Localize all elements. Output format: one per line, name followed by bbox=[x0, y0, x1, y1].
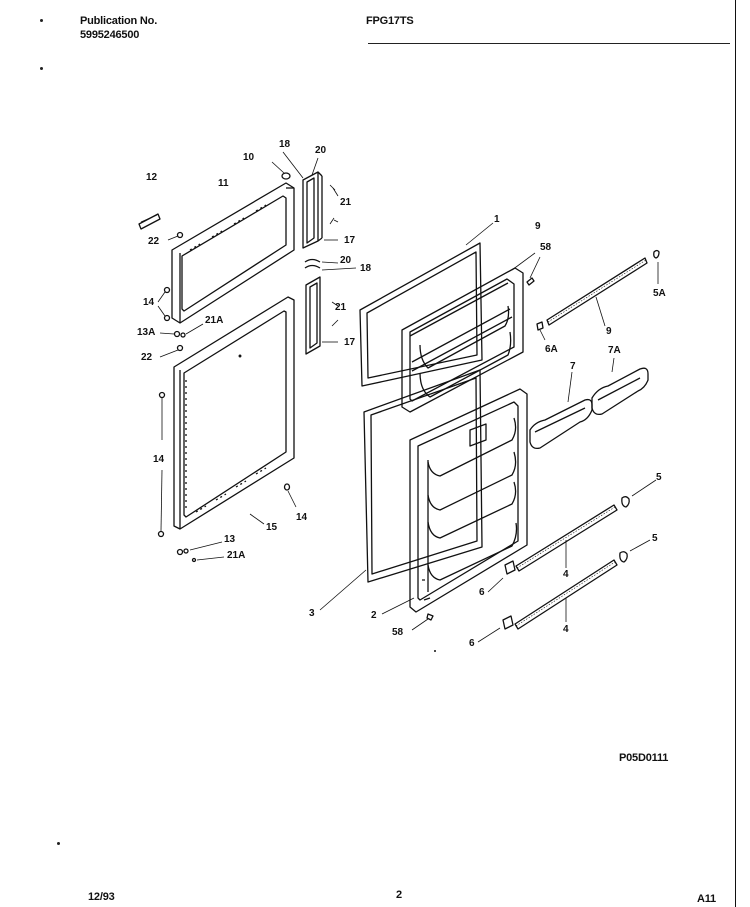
callout-14-upper: 14 bbox=[143, 297, 155, 308]
callout-11: 11 bbox=[218, 178, 229, 189]
callout-5-upper: 5 bbox=[656, 472, 662, 483]
part-4-bar-lower bbox=[514, 559, 618, 630]
callout-6-upper: 6 bbox=[479, 587, 485, 598]
part-14-plug-c bbox=[158, 391, 166, 399]
part-7-rack bbox=[529, 398, 593, 450]
part-5-end-cap-upper bbox=[621, 496, 630, 508]
callout-22-upper: 22 bbox=[148, 236, 160, 247]
part-4-bar-upper bbox=[515, 504, 618, 572]
part-6-end-cap-upper bbox=[504, 560, 516, 575]
callout-1: 1 bbox=[494, 214, 500, 225]
callout-10: 10 bbox=[243, 152, 255, 163]
callout-18-upper: 18 bbox=[279, 139, 291, 150]
callout-7a: 7A bbox=[608, 345, 621, 356]
corner-mark-bottom bbox=[57, 842, 60, 845]
callout-15: 15 bbox=[266, 522, 278, 533]
part-3-fresh-food-gasket bbox=[363, 369, 483, 583]
callout-58-upper: 58 bbox=[540, 242, 552, 253]
callout-5-lower: 5 bbox=[652, 533, 658, 544]
part-13-hinge bbox=[176, 548, 189, 556]
part-9-upper-handle bbox=[546, 257, 648, 326]
callout-6-lower: 6 bbox=[469, 638, 475, 649]
part-6-end-cap-lower bbox=[502, 615, 514, 630]
callout-9-door: 9 bbox=[535, 221, 541, 232]
part-12-strip bbox=[138, 213, 161, 230]
part-14-plug-d bbox=[157, 530, 165, 538]
part-14-plug-e bbox=[283, 483, 291, 491]
callout-4-upper: 4 bbox=[563, 569, 569, 580]
callout-58-lower: 58 bbox=[392, 627, 404, 638]
part-20-upper-strip bbox=[302, 171, 323, 249]
part-58-screw-upper bbox=[526, 277, 535, 286]
publication-number: 5995246500 bbox=[80, 29, 140, 41]
callout-21-lower: 21 bbox=[335, 302, 347, 313]
part-22-screw-upper bbox=[176, 231, 184, 239]
callout-5a: 5A bbox=[653, 288, 666, 299]
callout-20-upper: 20 bbox=[315, 145, 327, 156]
callout-21a-lower: 21A bbox=[227, 550, 246, 561]
part-20-lower-strip bbox=[304, 258, 321, 355]
callout-14-right: 14 bbox=[296, 512, 308, 523]
callout-7: 7 bbox=[570, 361, 576, 372]
part-5a-end-cap bbox=[653, 249, 660, 259]
part-5-end-cap-lower bbox=[619, 551, 628, 563]
callout-21a-upper: 21A bbox=[205, 315, 224, 326]
callout-4-lower: 4 bbox=[563, 624, 569, 635]
callout-12: 12 bbox=[146, 172, 158, 183]
callout-2: 2 bbox=[371, 610, 377, 621]
footer-page: 2 bbox=[396, 889, 402, 901]
callout-18-lower: 18 bbox=[360, 263, 372, 274]
page-edge-right bbox=[735, 0, 736, 907]
footer-date: 12/93 bbox=[88, 891, 115, 903]
publication-label: Publication No. bbox=[80, 15, 158, 27]
part-1-freezer-gasket bbox=[359, 242, 483, 387]
part-10-screw bbox=[281, 172, 291, 180]
part-22-screw-lower bbox=[176, 344, 184, 352]
part-2-fresh-food-door bbox=[409, 388, 528, 613]
callout-6a: 6A bbox=[545, 344, 558, 355]
part-13a-hinge-pin bbox=[173, 330, 186, 338]
header-rule bbox=[368, 43, 730, 44]
callout-17-lower: 17 bbox=[344, 337, 356, 348]
callout-9-handle: 9 bbox=[606, 326, 612, 337]
callout-14-left: 14 bbox=[153, 454, 165, 465]
part-14-plug-b bbox=[163, 314, 171, 322]
callout-20-lower: 20 bbox=[340, 255, 352, 266]
part-14-plug-a bbox=[163, 286, 171, 294]
part-6a-end-cap bbox=[536, 321, 544, 331]
part-58-screw-lower bbox=[426, 613, 434, 621]
part-15-door-liner bbox=[173, 296, 295, 530]
callout-17-upper: 17 bbox=[344, 235, 356, 246]
callout-13a: 13A bbox=[137, 327, 156, 338]
callout-3: 3 bbox=[309, 608, 315, 619]
corner-mark-mid bbox=[40, 67, 43, 70]
callout-22-lower: 22 bbox=[141, 352, 153, 363]
model-number: FPG17TS bbox=[366, 15, 414, 27]
part-21a-screw bbox=[191, 557, 197, 563]
part-7a-rack bbox=[591, 367, 649, 416]
part-9-freezer-door bbox=[401, 267, 524, 413]
footer-section: A11 bbox=[697, 893, 716, 905]
callout-21-upper: 21 bbox=[340, 197, 352, 208]
drawing-code: P05D0111 bbox=[619, 752, 669, 764]
callout-13: 13 bbox=[224, 534, 236, 545]
part-11-freezer-liner bbox=[171, 182, 295, 324]
corner-mark-top bbox=[40, 19, 43, 22]
